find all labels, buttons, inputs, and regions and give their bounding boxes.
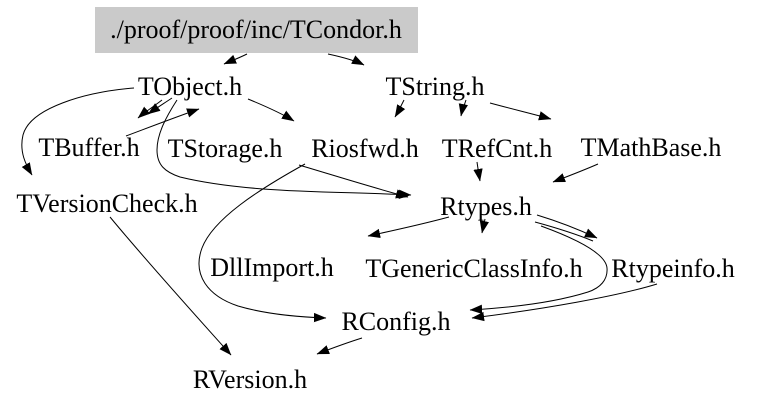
edge-rtypes-to-rtypeinfo	[534, 221, 594, 242]
edge-trefcnt-to-rtypes	[473, 161, 483, 182]
node-tversioncheck[interactable]: TVersionCheck.h	[16, 189, 198, 218]
node-tbuffer[interactable]: TBuffer.h	[38, 133, 140, 162]
edge-tcondor-to-tstring	[327, 53, 365, 66]
node-tstorage[interactable]: TStorage.h	[167, 134, 283, 163]
node-tobject[interactable]: TObject.h	[137, 72, 243, 101]
edge-tobject-to-riosfwd	[247, 98, 295, 122]
edge-tbuffer-to-tobject	[125, 108, 200, 137]
edge-rtypes-to-rconfig	[469, 225, 608, 314]
edge-tobject-to-tversioncheck	[21, 87, 135, 176]
node-tmathbase[interactable]: TMathBase.h	[580, 133, 722, 162]
edge-rtypes-to-dllimport	[367, 216, 450, 239]
edge-tmathbase-to-rtypes	[552, 163, 599, 183]
node-rconfig[interactable]: RConfig.h	[341, 307, 451, 336]
edge-tobject-to-rtypes	[156, 99, 412, 199]
edge-tstring-to-riosfwd	[394, 99, 406, 118]
edge-tcondor-to-tobject	[223, 53, 248, 65]
node-rversion[interactable]: RVersion.h	[192, 365, 308, 394]
edge-tobject-to-tbuffer	[147, 97, 173, 115]
edge-riosfwd-to-rconfig	[198, 163, 327, 323]
node-rtypes[interactable]: Rtypes.h	[440, 192, 532, 221]
edge-rtypes-to-tgenericclassinfo	[479, 218, 489, 234]
node-rtypeinfo[interactable]: Rtypeinfo.h	[611, 254, 735, 283]
edge-tstring-to-trefcnt	[458, 99, 468, 117]
edge-tversioncheck-to-rversion	[109, 216, 232, 356]
edge-tstorage-to-rtypes	[298, 164, 409, 199]
node-tgenericclassinfo[interactable]: TGenericClassInfo.h	[365, 254, 583, 283]
node-tstring[interactable]: TString.h	[385, 72, 485, 101]
node-dllimport[interactable]: DllImport.h	[210, 253, 334, 282]
edge-rtypes-to-rtypeinfo	[536, 214, 598, 239]
edge-rtypeinfo-to-rconfig	[471, 283, 658, 322]
node-tcondor: ./proof/proof/inc/TCondor.h	[94, 7, 418, 53]
node-trefcnt[interactable]: TRefCnt.h	[441, 134, 553, 163]
edge-tobject-to-tbuffer	[137, 99, 163, 119]
node-riosfwd[interactable]: Riosfwd.h	[311, 134, 419, 163]
edge-rconfig-to-rversion	[316, 337, 363, 355]
edge-tstring-to-tmathbase	[489, 102, 552, 121]
